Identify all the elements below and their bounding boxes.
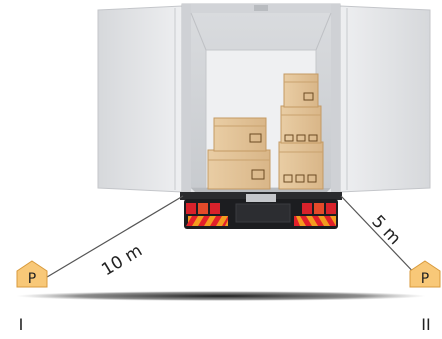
position-label-right: II — [421, 315, 430, 334]
tail-light-left — [186, 203, 196, 214]
rear-bumper — [180, 192, 342, 229]
person-marker-left: P — [17, 261, 47, 287]
distance-label-right: 5 m — [367, 212, 404, 249]
left-door — [98, 6, 182, 192]
marker-symbol-left: P — [28, 271, 36, 287]
cardboard-box-icon — [279, 142, 323, 189]
position-label-left: I — [19, 315, 24, 334]
reflector-stripe-right — [294, 216, 336, 226]
reflector-stripe-left — [186, 216, 228, 226]
distance-label-left: 10 m — [98, 241, 146, 281]
tail-light-left-2 — [198, 203, 208, 214]
cardboard-box-icon — [284, 74, 318, 107]
tail-light-left-3 — [210, 203, 220, 214]
person-marker-right: P — [410, 261, 440, 287]
cardboard-box-icon — [281, 106, 321, 143]
right-door — [340, 6, 430, 192]
ground-shadow — [16, 291, 426, 301]
cardboard-box-icon — [214, 118, 266, 151]
marker-symbol-right: P — [421, 271, 429, 287]
cardboard-box-icon — [208, 150, 270, 189]
tail-light-right — [302, 203, 312, 214]
tail-light-right-2 — [314, 203, 324, 214]
tail-light-right-3 — [326, 203, 336, 214]
